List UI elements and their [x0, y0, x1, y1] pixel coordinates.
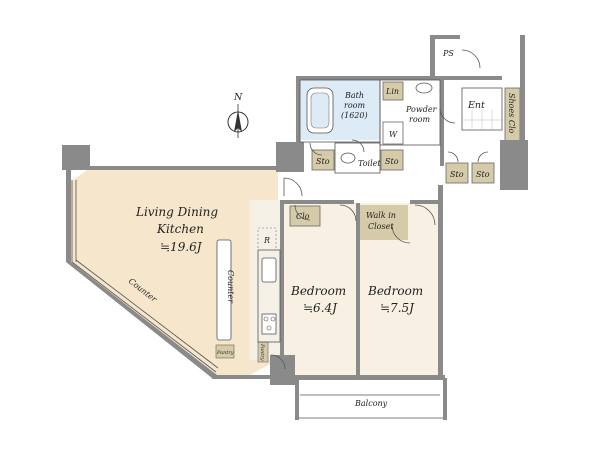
basin [415, 82, 433, 94]
powder-label-line1: Powder [405, 105, 438, 114]
bedroom-2-area: ≒7.5J [380, 301, 415, 315]
kitchen-sink [261, 257, 277, 283]
toilet-label: Toilet [358, 159, 381, 168]
sto-label-1: Sto [316, 157, 330, 166]
entrance-label: Ent [467, 100, 485, 111]
sto-label-2: Sto [385, 157, 399, 166]
shoes-clo-label: Shoes Clo [507, 93, 516, 134]
stove [261, 313, 277, 335]
doors [270, 49, 489, 370]
closet-label: Clo [296, 212, 310, 221]
compass-letter: N [233, 92, 243, 103]
toilet-bowl [340, 152, 356, 164]
bedroom-1-label: Bedroom [290, 284, 346, 298]
washer-label: W [389, 130, 398, 139]
bedroom-2-label: Bedroom [367, 284, 423, 298]
fridge-space [257, 227, 277, 251]
burner [270, 316, 276, 322]
ldk-label-line2: Kitchen [156, 222, 204, 236]
burner [266, 325, 272, 331]
bath-label-line3: (1620) [341, 111, 368, 120]
balcony-label: Balcony [354, 399, 388, 408]
entrance-tiles [462, 110, 502, 130]
sto-label-4: Sto [476, 170, 490, 179]
pantry-label-2: Pantry [259, 343, 265, 361]
sto-label-3: Sto [450, 170, 464, 179]
linen-label: Lin [385, 87, 399, 96]
pantry-box-1 [215, 344, 235, 359]
lin-box [382, 81, 404, 101]
walkin-label-line2: Closet [368, 222, 394, 231]
walkin-label-line1: Walk in [366, 211, 396, 220]
bedroom-1-floor [283, 203, 358, 375]
sto-box-2 [380, 149, 404, 171]
sto-box-4 [471, 162, 495, 184]
walls [62, 35, 528, 420]
compass: N [227, 92, 249, 138]
hallway-floor [283, 168, 440, 203]
powder-label-line2: room [409, 115, 430, 124]
ldk-area: ≒19.6J [160, 240, 203, 254]
walkin-closet-floor [360, 205, 408, 240]
burner [263, 316, 269, 322]
ldk-label-line1: Living Dining [135, 205, 218, 219]
bath-label-line2: room [344, 101, 365, 110]
bedroom-1-area: ≒6.4J [303, 301, 338, 315]
island-counter [216, 239, 232, 341]
pantry-label-1: Pantry [216, 350, 234, 356]
kitchen-counter-long [257, 249, 281, 343]
ps-label: PS [442, 49, 454, 58]
bath-label-line1: Bath [344, 91, 364, 100]
washer-box [382, 121, 404, 145]
bathtub-inner [310, 92, 330, 129]
sto-box-1 [311, 149, 335, 171]
sto-box-3 [445, 162, 469, 184]
fridge-label: R [263, 236, 270, 245]
island-counter-label: Counter [226, 270, 235, 304]
clo-box [289, 205, 321, 227]
